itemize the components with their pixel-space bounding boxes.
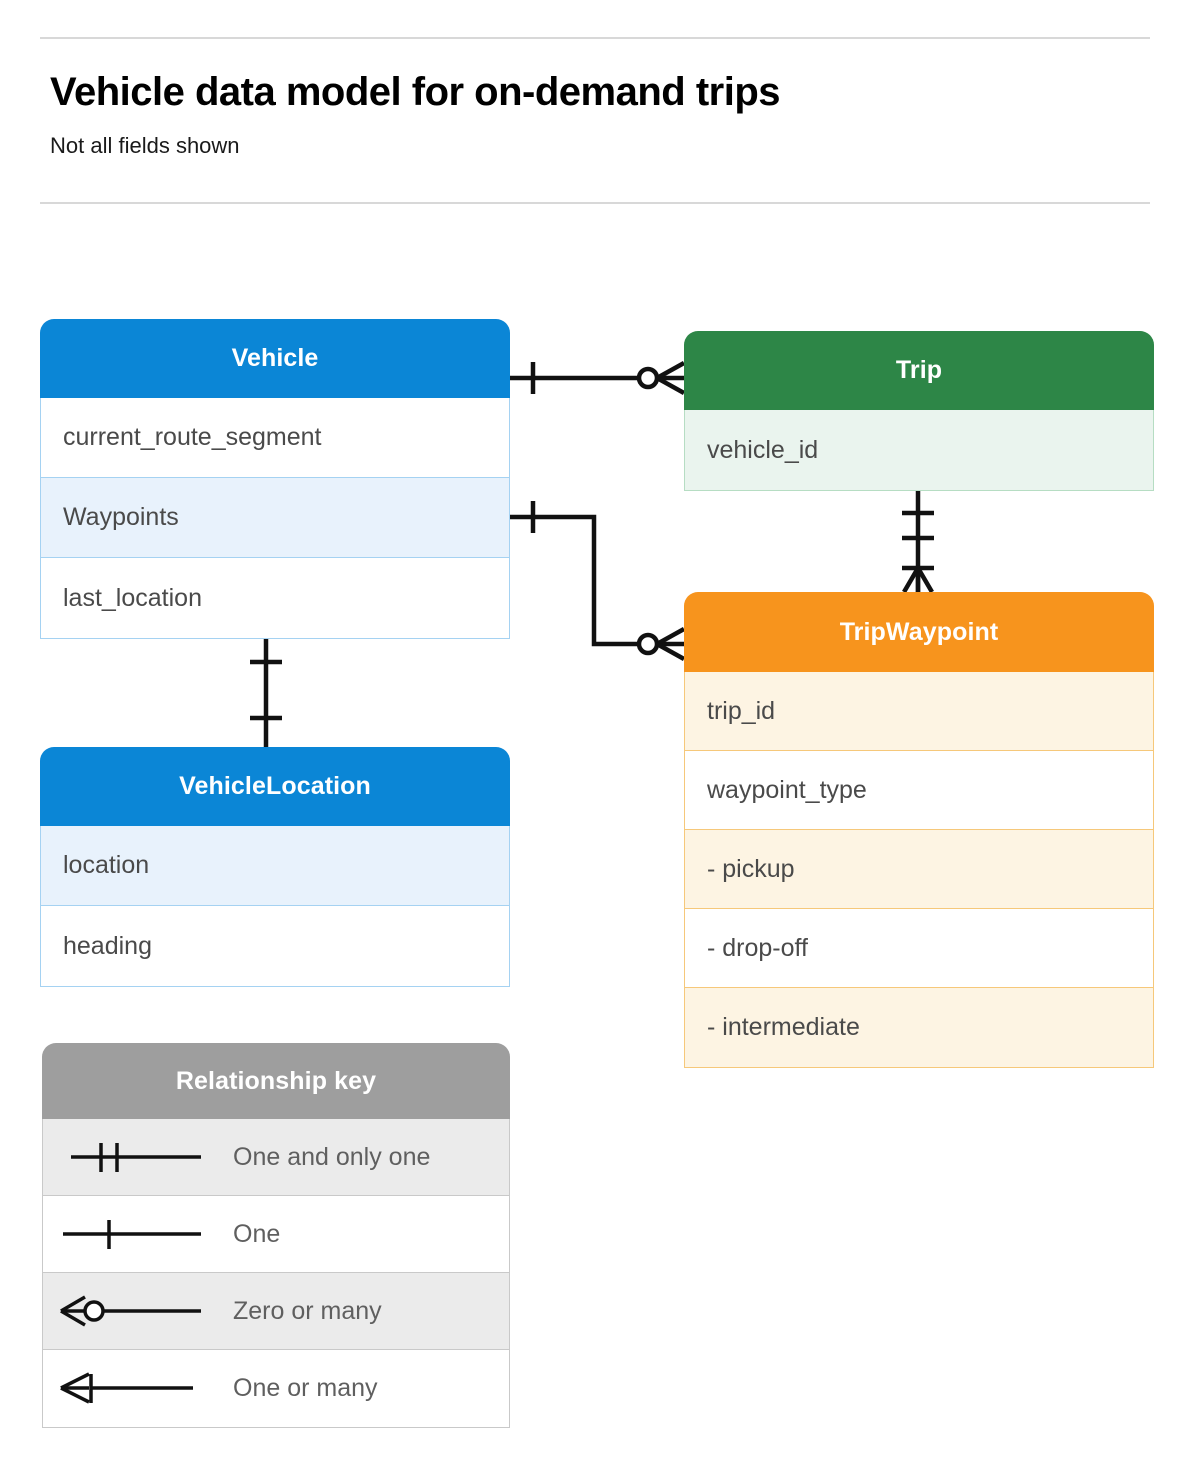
relationship-key-legend[interactable]: Relationship key One and only one [42, 1043, 510, 1428]
entity-trip-title: Trip [684, 331, 1154, 410]
one-icon [43, 1196, 233, 1272]
field-waypoint-pickup[interactable]: - pickup [685, 830, 1153, 909]
field-waypoint-type[interactable]: waypoint_type [685, 751, 1153, 830]
entity-vehicle[interactable]: Vehicle current_route_segment Waypoints … [40, 319, 510, 639]
legend-label-one: One [233, 1219, 281, 1248]
legend-label-zero-or-many: Zero or many [233, 1296, 382, 1325]
legend-item-zero-or-many[interactable]: Zero or many [43, 1273, 509, 1350]
entity-trip-fields: vehicle_id [684, 410, 1154, 491]
zero-or-many-icon [43, 1273, 233, 1349]
field-location[interactable]: location [41, 826, 509, 906]
field-current-route-segment[interactable]: current_route_segment [41, 398, 509, 478]
one-or-many-icon [43, 1350, 233, 1427]
field-waypoint-dropoff[interactable]: - drop-off [685, 909, 1153, 988]
legend-item-one[interactable]: One [43, 1196, 509, 1273]
one-and-only-one-icon [43, 1119, 233, 1195]
entity-trip[interactable]: Trip vehicle_id [684, 331, 1154, 491]
entity-vehiclelocation-title: VehicleLocation [40, 747, 510, 826]
field-waypoint-intermediate[interactable]: - intermediate [685, 988, 1153, 1067]
legend-title: Relationship key [42, 1043, 510, 1119]
header-divider-bottom [40, 202, 1150, 204]
legend-label-one-or-many: One or many [233, 1374, 378, 1402]
legend-rows: One and only one One [42, 1119, 510, 1428]
field-last-location[interactable]: last_location [41, 558, 509, 638]
entity-tripwaypoint-title: TripWaypoint [684, 592, 1154, 672]
legend-label-one-and-only-one: One and only one [233, 1142, 431, 1171]
entity-tripwaypoint-fields: trip_id waypoint_type - pickup - drop-of… [684, 672, 1154, 1068]
field-waypoints[interactable]: Waypoints [41, 478, 509, 558]
legend-item-one-and-only-one[interactable]: One and only one [43, 1119, 509, 1196]
entity-tripwaypoint[interactable]: TripWaypoint trip_id waypoint_type - pic… [684, 592, 1154, 1068]
field-vehicle-id[interactable]: vehicle_id [685, 410, 1153, 490]
page-subtitle: Not all fields shown [50, 133, 240, 158]
entity-vehiclelocation[interactable]: VehicleLocation location heading [40, 747, 510, 987]
entity-vehicle-fields: current_route_segment Waypoints last_loc… [40, 398, 510, 639]
page-title: Vehicle data model for on-demand trips [50, 70, 781, 114]
legend-item-one-or-many[interactable]: One or many [43, 1350, 509, 1427]
entity-vehicle-title: Vehicle [40, 319, 510, 398]
header-divider-top [40, 37, 1150, 39]
field-heading[interactable]: heading [41, 906, 509, 986]
field-trip-id[interactable]: trip_id [685, 672, 1153, 751]
entity-vehiclelocation-fields: location heading [40, 826, 510, 987]
